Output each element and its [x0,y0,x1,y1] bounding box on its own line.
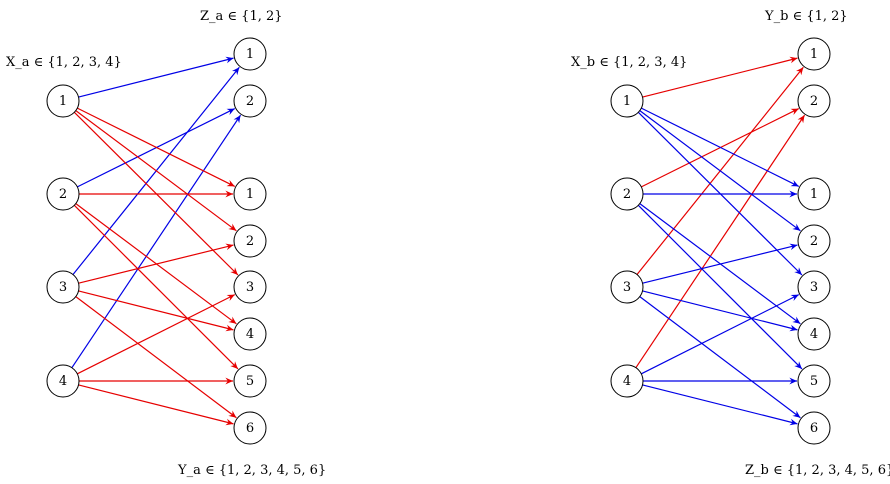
right-y-node-6: 6 [797,411,831,445]
left-edge-x4-y3 [77,294,236,375]
left-z-nodes: 1 2 [233,37,267,118]
right-z-node-2-label: 2 [810,94,818,109]
right-edge-x3-y6 [639,296,801,419]
right-edge-x1-z1 [642,56,798,98]
left-y-node-5-label: 5 [246,374,254,389]
left-x-node-1-label: 1 [59,94,67,109]
left-y-node-2: 2 [233,224,267,258]
right-edge-x1-y2 [639,110,801,232]
right-y-node-2: 2 [797,224,831,258]
left-y-nodes: 1 2 3 4 5 6 [233,177,267,445]
left-y-node-5: 5 [233,364,267,398]
right-x-node-2-label: 2 [623,187,631,202]
left-y-node-6: 6 [233,411,267,445]
left-edge-x2-y5 [73,204,239,370]
left-z-node-1: 1 [233,37,267,71]
right-x-node-4-label: 4 [623,374,631,389]
left-z-set-label: Z_a ∈ {1, 2} [200,9,283,24]
right-z-node-2: 2 [797,84,831,118]
right-y-nodes: 1 2 3 4 5 6 [797,177,831,445]
right-z-set-label: Y_b ∈ {1, 2} [764,9,848,24]
right-edge-x2-y5 [637,204,803,370]
right-x-set-label: X_b ∈ {1, 2, 3, 4} [571,55,687,70]
left-x-node-3: 3 [46,270,80,304]
left-edge-x4-z2 [71,114,242,369]
left-x-node-4: 4 [46,364,80,398]
left-y-set-label: Y_a ∈ {1, 2, 3, 4, 5, 6} [177,463,326,478]
left-y-node-2-label: 2 [246,234,254,249]
right-z-node-1-label: 1 [810,47,818,62]
right-y-node-2-label: 2 [810,234,818,249]
right-edges [635,56,806,426]
right-y-node-3-label: 3 [810,280,818,295]
left-diagram: 1 2 3 4 1 2 [6,9,326,478]
right-edge-x4-y3 [641,294,800,375]
right-y-node-6-label: 6 [810,421,818,436]
right-y-node-5: 5 [797,364,831,398]
right-x-node-3-label: 3 [623,280,631,295]
left-x-node-2: 2 [46,177,80,211]
right-edge-x4-y6 [642,384,798,426]
left-edge-x3-y2 [78,243,234,284]
right-edge-x3-y4 [642,290,798,332]
right-x-node-3: 3 [610,270,644,304]
right-x-nodes: 1 2 3 4 [610,84,644,398]
right-y-node-1: 1 [797,177,831,211]
left-y-node-6-label: 6 [246,421,254,436]
right-edge-x3-y2 [642,243,798,284]
right-x-node-1-label: 1 [623,94,631,109]
left-z-node-2-label: 2 [246,94,254,109]
left-x-node-1: 1 [46,84,80,118]
left-edge-x4-y6 [78,384,234,426]
left-y-node-3-label: 3 [246,280,254,295]
right-x-node-4: 4 [610,364,644,398]
left-edge-x3-y4 [78,290,234,332]
left-y-node-1-label: 1 [246,187,254,202]
right-y-node-4-label: 4 [810,327,818,342]
left-x-set-label: X_a ∈ {1, 2, 3, 4} [6,55,122,70]
left-x-node-3-label: 3 [59,280,67,295]
right-x-node-1: 1 [610,84,644,118]
right-y-node-4: 4 [797,317,831,351]
right-y-set-label: Z_b ∈ {1, 2, 3, 4, 5, 6} [745,463,890,478]
left-z-node-2: 2 [233,84,267,118]
right-z-nodes: 1 2 [797,37,831,118]
left-y-node-4: 4 [233,317,267,351]
right-y-node-3: 3 [797,270,831,304]
right-y-node-1-label: 1 [810,187,818,202]
left-x-node-4-label: 4 [59,374,67,389]
right-edge-x1-y1 [641,107,800,187]
left-edge-x1-y1 [77,107,236,187]
right-x-node-2: 2 [610,177,644,211]
right-y-node-5-label: 5 [810,374,818,389]
left-edges [71,56,242,426]
left-edge-x1-y2 [75,110,237,232]
left-y-node-3: 3 [233,270,267,304]
left-z-node-1-label: 1 [246,47,254,62]
left-x-node-2-label: 2 [59,187,67,202]
right-diagram: 1 2 3 4 1 2 [571,9,890,478]
left-y-node-4-label: 4 [246,327,254,342]
right-z-node-1: 1 [797,37,831,71]
left-y-node-1: 1 [233,177,267,211]
left-x-nodes: 1 2 3 4 [46,84,80,398]
left-edge-x3-y6 [75,296,237,419]
right-edge-x4-z2 [635,114,806,369]
left-edge-x1-z1 [78,56,234,98]
